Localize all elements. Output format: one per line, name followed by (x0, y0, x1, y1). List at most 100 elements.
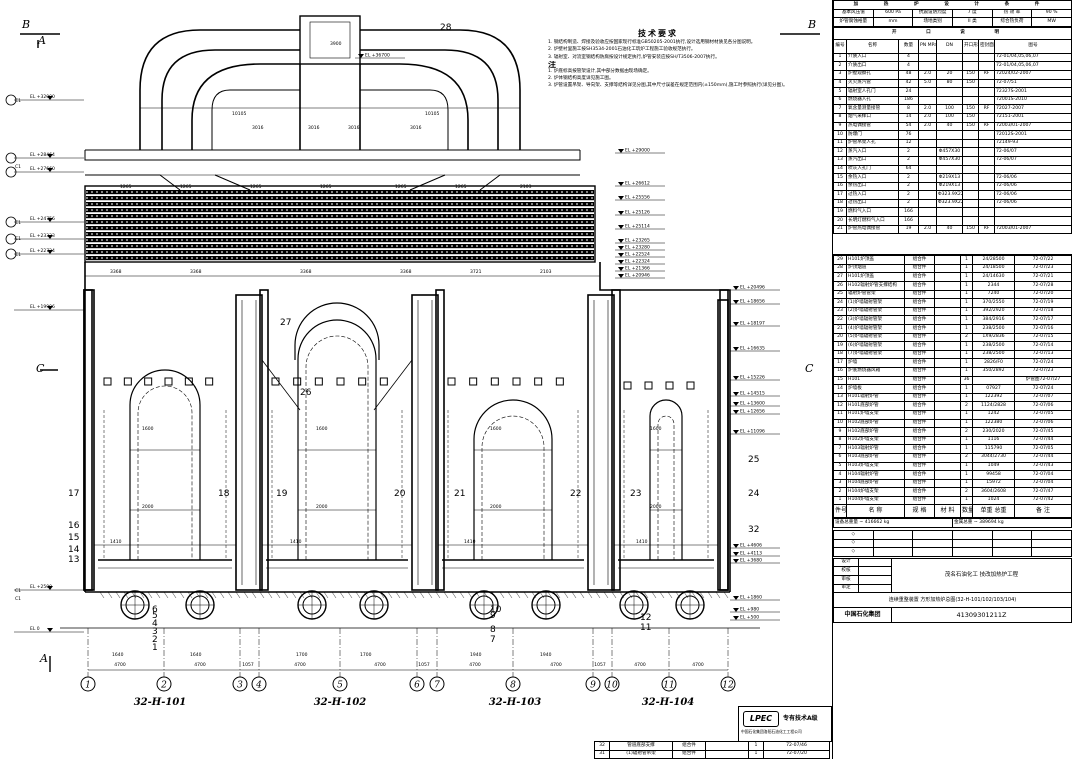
ground-hatch (595, 591, 601, 599)
ground-hatch (571, 591, 577, 599)
callout-number: 14 (68, 545, 80, 555)
table-cell: 150 (962, 78, 979, 89)
elev-triangle (733, 430, 739, 434)
table-cell: 1 (960, 324, 973, 334)
table-cell (934, 315, 961, 325)
side-label: C1 (15, 588, 21, 594)
table-cell (978, 181, 995, 192)
heater-label: 32-H-101 (134, 697, 187, 708)
table-cell: 6 (833, 95, 847, 106)
ground-hatch (459, 591, 465, 599)
table-cell: 72327S-2001 (994, 87, 1072, 97)
table-cell: 238/2500 (972, 341, 1015, 351)
drawing-number: 41309301211Z (891, 607, 1072, 624)
table-cell (934, 470, 961, 480)
elev-triangle (733, 544, 739, 548)
table-cell: 72-07/23 (1014, 366, 1072, 377)
table-cell: Φ323.9X22 (936, 198, 963, 209)
ground-hatch (203, 591, 209, 599)
table-cell (934, 427, 961, 437)
table-cell: 72-07/23 (1014, 263, 1072, 274)
table-cell (962, 207, 979, 218)
ground-hatch (123, 591, 129, 599)
tube-row (86, 226, 594, 231)
table-cell: 组合件 (904, 349, 935, 360)
table-cell: 1 (960, 298, 973, 308)
parts-header-cell: 名 称 (846, 504, 905, 519)
table-cell: 238/2500 (972, 349, 1015, 360)
radiant-arch (473, 399, 553, 560)
table-cell (978, 198, 995, 209)
table-cell: 11 (833, 409, 847, 420)
ground-hatch (363, 591, 369, 599)
tube-row (86, 220, 594, 225)
column (611, 289, 621, 591)
ground-hatch (531, 591, 537, 599)
ground-hatch (579, 591, 585, 599)
table-cell: 2.0 (918, 104, 937, 114)
table-cell: 3 (833, 478, 847, 489)
side-label: C1 (15, 236, 21, 242)
table-cell: 48 (898, 69, 919, 80)
elev-right-text: EL +22524 (625, 252, 650, 258)
table-cell: 1 (960, 435, 973, 446)
table-cell: 166 (898, 207, 919, 218)
radiant-coil (657, 415, 675, 560)
elev-right-text: EL +23265 (625, 238, 650, 244)
table-cell: 4 (898, 61, 919, 71)
table-cell: 组合件 (904, 444, 935, 454)
axis-bubble (585, 676, 601, 692)
elev-triangle (733, 392, 739, 396)
callout-number: 8 (490, 625, 496, 635)
table-cell (918, 190, 937, 200)
elev-triangle (47, 306, 53, 310)
table-cell (978, 147, 995, 157)
table-cell: 1 (960, 366, 973, 377)
ground-hatch (411, 591, 417, 599)
table-cell: H101 (846, 375, 905, 386)
elev-bubble (5, 216, 17, 228)
table-cell: 1 (960, 392, 973, 403)
table-cell (962, 87, 979, 97)
table-cell: 72-07/24 (1014, 384, 1072, 394)
table-cell: 17 (833, 190, 847, 200)
table-cell: 1 (960, 409, 973, 420)
table-cell: 组合件 (904, 332, 935, 343)
table-cell: 2826/F0 (972, 358, 1015, 368)
dim-inner-text: 2000 (650, 504, 662, 510)
table-cell (962, 138, 979, 149)
table-cell: H102底部炉管 (846, 427, 905, 437)
side-label: C1 (15, 164, 21, 170)
table-cell (934, 452, 961, 463)
dim-inner-text: 1600 (142, 426, 154, 432)
table-cell (934, 306, 961, 317)
dim-bottom-text: 4700 (374, 662, 386, 668)
table-cell (936, 61, 963, 71)
tube-row (86, 190, 594, 195)
peephole (623, 381, 632, 390)
convection-tube-rows (86, 190, 594, 261)
elev-left-text: EL +2500 (30, 584, 52, 590)
spacer (833, 234, 1072, 256)
ground-hatch (611, 591, 617, 599)
ground-hatch (723, 591, 729, 599)
table-cell: 72-01/04,05,06,07 (994, 52, 1072, 63)
table-cell: 5.0 (918, 78, 937, 89)
dim-inner-text: 1410 (464, 539, 476, 545)
dim-inner-text: 1410 (636, 539, 648, 545)
table-cell: 组合件 (904, 478, 935, 489)
dim-mid-text: 2103 (540, 269, 552, 275)
table-cell: 76 (898, 130, 919, 140)
elev-right-text: EL +15226 (740, 375, 765, 381)
callout-number: 28 (440, 23, 452, 33)
ground-hatch (283, 591, 289, 599)
table-cell: 1 (960, 349, 973, 360)
table-cell: 72149-93 (994, 138, 1072, 149)
radiant-arch (649, 399, 683, 560)
